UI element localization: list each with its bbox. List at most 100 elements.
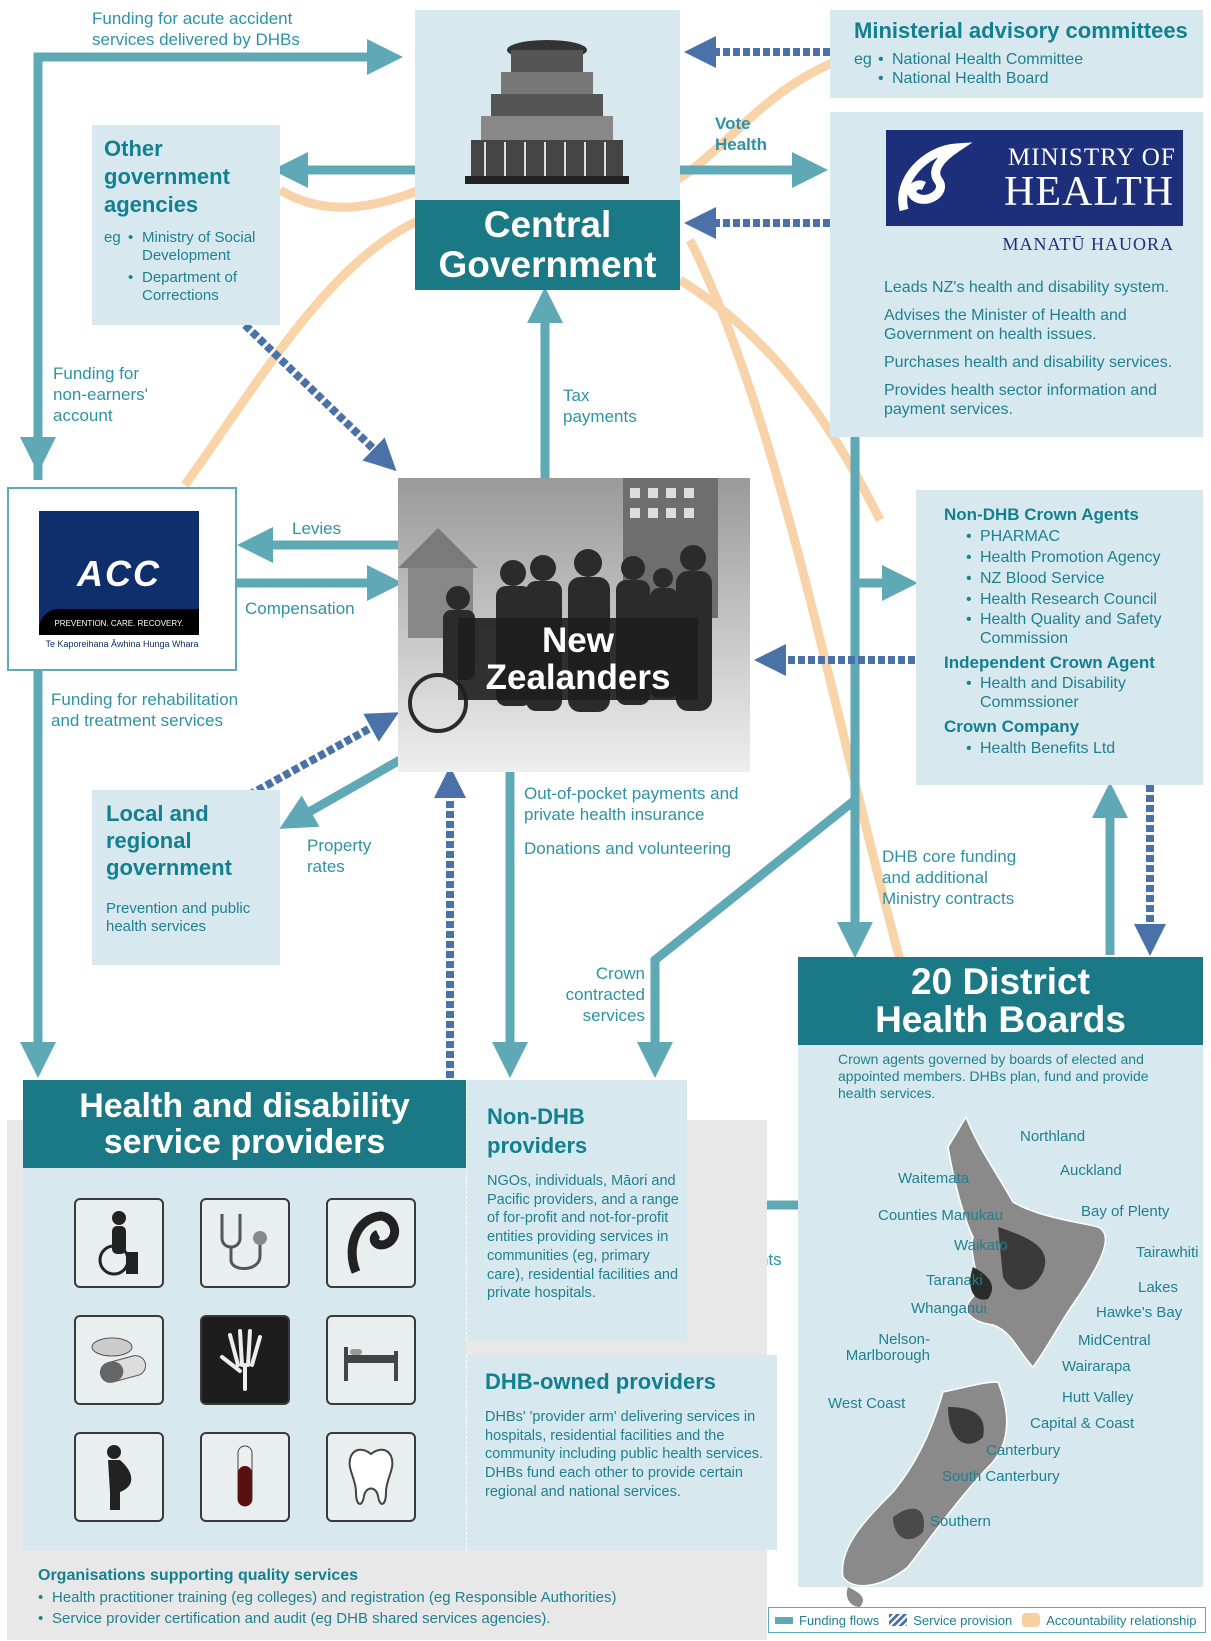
crown-company-title: Crown Company [944, 717, 1080, 736]
dhb-region-label: South Canterbury [942, 1468, 1060, 1485]
health-providers-title-line1: Health and disability [79, 1087, 410, 1125]
pregnant-woman-icon [74, 1432, 164, 1522]
new-zealanders-title-line2: Zealanders [485, 658, 671, 697]
ministerial-item: National Health Board [878, 69, 1178, 88]
dhb-region-label: Canterbury [986, 1442, 1061, 1459]
koru-logo-icon [898, 142, 973, 212]
dhb-owned-providers-panel: DHB-owned providers DHBs' 'provider arm'… [466, 1355, 777, 1550]
dhb-region-label: Hawke's Bay [1096, 1304, 1183, 1321]
dhb-region-label: Northland [1020, 1128, 1086, 1145]
ministry-logo-line2: HEALTH [1004, 169, 1175, 215]
funding-arrows [20, 39, 1128, 1223]
non-dhb-crown-agents-title: Non-DHB Crown Agents [944, 505, 1139, 524]
dhb-region-label: Whanganui [911, 1300, 987, 1317]
dhb-region-label: Nelson-Marlborough [845, 1331, 930, 1364]
flow-label-compensation: Compensation [245, 599, 355, 618]
local-government-panel: Local and regional government Prevention… [92, 790, 280, 965]
dhb-region-label: Capital & Coast [1030, 1415, 1135, 1432]
dhb-owned-providers-desc: DHBs' 'provider arm' delivering services… [485, 1409, 764, 1500]
new-zealanders-title: New Zealanders [458, 618, 698, 700]
legend-accountability: Accountability relationship [1046, 1612, 1197, 1628]
crown-agent-item: PHARMAC [966, 526, 1199, 547]
acc-panel: ACC PREVENTION. CARE. RECOVERY. Te Kapor… [7, 487, 237, 671]
non-dhb-providers-desc: NGOs, individuals, Māori and Pacific pro… [487, 1173, 679, 1302]
koru-icon [326, 1198, 416, 1288]
dhb-region-label: Taranaki [926, 1272, 983, 1289]
acc-logo: ACC PREVENTION. CARE. RECOVERY. [39, 511, 199, 635]
acc-maori-name: Te Kaporeihana Āwhina Hunga Whara [45, 639, 199, 649]
flow-label-rehab-funding: Funding for rehabilitation and treatment… [51, 690, 239, 730]
ministry-role: Advises the Minister of Health and Gover… [884, 307, 1127, 343]
ministry-of-health-panel: MINISTRY OF HEALTH MANATŪ HAUORA Leads N… [830, 112, 1203, 437]
dhb-region-label: MidCentral [1078, 1332, 1151, 1349]
dhb-desc: Crown agents governed by boards of elect… [838, 1051, 1149, 1101]
dhb-region-label: Southern [930, 1513, 991, 1530]
dhb-region-label: Wairarapa [1062, 1358, 1131, 1375]
other-agency-item: Ministry of Social Development [128, 229, 273, 265]
dhb-title: 20 District Health Boards [798, 957, 1203, 1045]
non-dhb-providers-panel: Non-DHB providers NGOs, individuals, Māo… [466, 1080, 687, 1340]
pills-icon [74, 1315, 164, 1405]
ministerial-committees-panel: Ministerial advisory committees eg Natio… [830, 10, 1203, 98]
flow-label-property-rates: Property rates [307, 836, 372, 876]
acc-logo-text: ACC [77, 553, 161, 594]
ministerial-title: Ministerial advisory committees [854, 18, 1188, 43]
beehive-building-icon [465, 40, 629, 184]
local-government-desc: Prevention and public health services [106, 900, 251, 935]
flow-label-crown-contracted: Crown contracted services [565, 964, 645, 1025]
independent-agent-item: Health and Disability Commssioner [966, 674, 1199, 712]
new-zealanders-panel: New Zealanders [398, 478, 750, 772]
other-agency-item: Department of Corrections [128, 269, 273, 305]
dhb-region-label: Waitemata [898, 1170, 970, 1187]
quality-title: Organisations supporting quality service… [38, 1567, 359, 1584]
health-providers-title-line2: service providers [103, 1123, 386, 1161]
ministry-role: Provides health sector information and p… [884, 382, 1158, 418]
ministry-role: Purchases health and disability services… [884, 354, 1173, 371]
quality-item: Health practitioner training (eg college… [38, 1587, 758, 1608]
flow-label-levies: Levies [292, 519, 342, 538]
nz-dhb-map [841, 1115, 1107, 1607]
non-dhb-providers-title: Non-DHB providers [487, 1104, 588, 1158]
dhb-region-label: Waikato [954, 1237, 1008, 1254]
hospital-bed-icon [326, 1315, 416, 1405]
crown-agent-item: Health Quality and Safety Commission [966, 610, 1199, 648]
dhb-region-label: Tairawhiti [1136, 1244, 1199, 1261]
other-agencies-title: Other government agencies [104, 136, 230, 217]
dhb-panel: 20 District Health Boards Crown agents g… [798, 957, 1203, 1607]
other-agencies-eg: eg [104, 229, 121, 246]
health-providers-title: Health and disability service providers [23, 1080, 466, 1168]
accountability-swatch-icon [1022, 1613, 1041, 1627]
legend: Funding flows Service provision Accounta… [768, 1607, 1206, 1633]
dhb-region-label: Hutt Valley [1062, 1389, 1134, 1406]
new-zealanders-title-line1: New [542, 621, 614, 660]
funding-flow-swatch-icon [775, 1616, 793, 1624]
flow-label-tax-payments: Tax payments [563, 386, 637, 426]
central-government-title: Central Government [415, 200, 680, 290]
quality-organisations: Organisations supporting quality service… [38, 1565, 758, 1629]
dhb-title-line1: 20 District [911, 961, 1090, 1002]
service-provision-swatch-icon [889, 1614, 908, 1626]
ministry-maori-name: MANATŪ HAUORA [1002, 234, 1174, 254]
ministry-logo-line1: MINISTRY OF [1008, 144, 1176, 171]
dhb-region-label: Lakes [1138, 1279, 1179, 1296]
central-government-panel: Central Government [415, 10, 680, 290]
acc-tagline: PREVENTION. CARE. RECOVERY. [54, 619, 184, 628]
ministry-logo: MINISTRY OF HEALTH [886, 130, 1183, 226]
crown-agents-panel: Non-DHB Crown Agents PHARMAC Health Prom… [916, 490, 1203, 785]
service-ribbons [238, 36, 1166, 1078]
test-tube-icon [200, 1432, 290, 1522]
ministerial-item: National Health Committee [878, 50, 1178, 69]
ministerial-eg: eg [854, 51, 872, 68]
stethoscope-icon [200, 1198, 290, 1288]
crown-agent-item: Health Promotion Agency [966, 547, 1199, 568]
flow-label-non-earners: Funding for non-earners' account [53, 364, 148, 425]
quality-item: Service provider certification and audit… [38, 1608, 758, 1629]
legend-funding: Funding flows [799, 1612, 880, 1628]
flow-label-out-of-pocket: Out-of-pocket payments and private healt… [524, 784, 739, 824]
dhb-region-label: West Coast [828, 1395, 906, 1412]
xray-hand-icon [200, 1315, 290, 1405]
dhb-region-label: Counties Manukau [878, 1207, 1004, 1224]
ministry-role: Leads NZ's health and disability system. [884, 279, 1169, 296]
independent-crown-agent-title: Independent Crown Agent [944, 653, 1155, 672]
